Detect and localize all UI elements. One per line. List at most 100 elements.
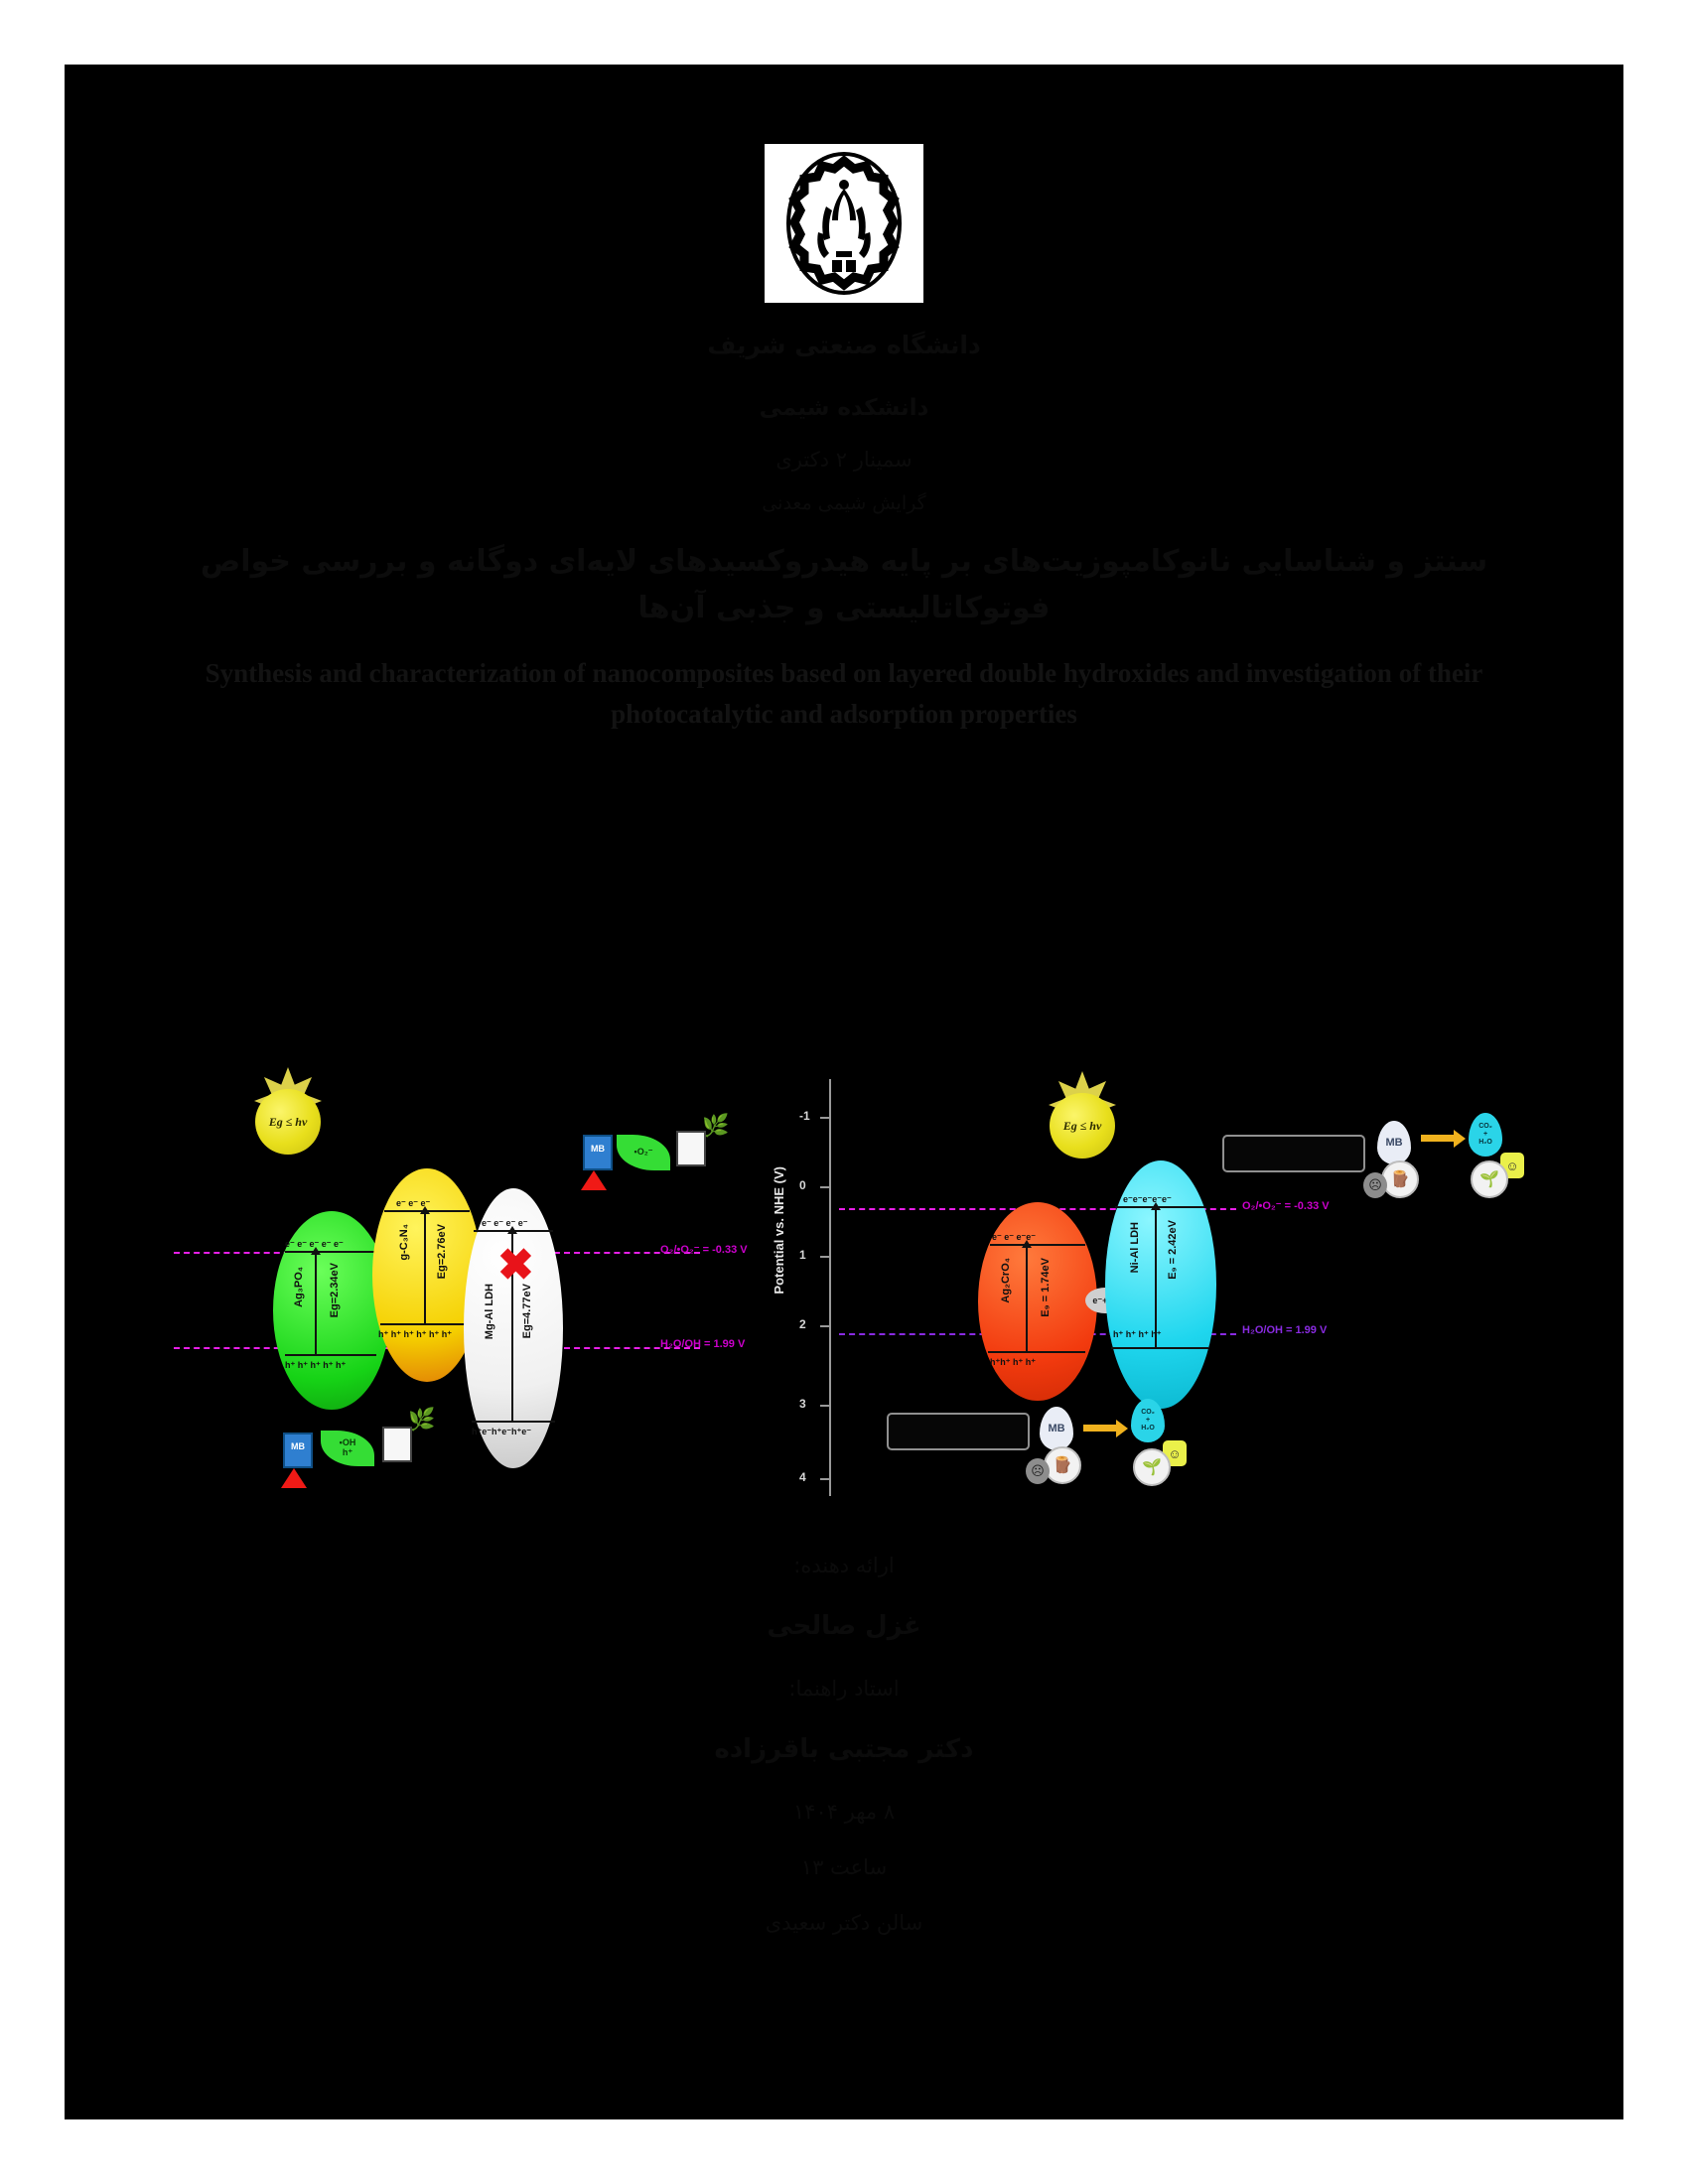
presenter-name: غزل صالحی [767, 1611, 921, 1641]
dead-leaf-icon-top: 🪵 [1381, 1160, 1419, 1198]
presenter-label: ارائه دهنده: [793, 1554, 895, 1577]
red-triangle-icon-bottom [281, 1468, 307, 1488]
product-beaker-icon-top [676, 1131, 706, 1166]
products-droplet-icon-bottom: CO₂ + H₂O [1131, 1399, 1165, 1442]
sad-face-icon-top: ☹ [1363, 1172, 1387, 1198]
page-title-en: Synthesis and characterization of nanoco… [205, 658, 1483, 729]
potential-label-h2o: H₂O/OH = 1.99 V [660, 1338, 746, 1350]
supervisor-label: استاد راهنما: [788, 1677, 900, 1701]
major-field: گرایش شیمی معدنی [762, 492, 926, 514]
material-gc3n4: e⁻ e⁻ e⁻ h⁺ h⁺ h⁺ h⁺ h⁺ h⁺ g-C₃N₄ Eg=2.7… [372, 1168, 482, 1382]
poster-page: دانشگاه صنعتی شریف دانشکده شیمی سمینار ۲… [65, 65, 1623, 2119]
product-co2-top: CO₂ [1478, 1122, 1492, 1130]
mb-beaker-icon-bottom: MB [283, 1433, 313, 1468]
axis-tick-3: 3 [799, 1397, 806, 1411]
seminar-type: سمینار ۲ دکتری [775, 448, 913, 472]
sprout-icon-top: 🌿 [702, 1113, 730, 1138]
mb-droplet-icon-bottom: MB [1040, 1407, 1073, 1450]
happy-face-icon-top: ☺ [1500, 1153, 1524, 1178]
product-plus-bottom: + [1145, 1416, 1151, 1424]
mb-beaker-label-bottom: MB [291, 1441, 305, 1451]
axis-tick--1: -1 [799, 1109, 810, 1123]
potential-axis [829, 1079, 831, 1496]
plant-icon-bottom: 🌱 [1133, 1448, 1171, 1486]
mb-beaker-icon-top: MB [583, 1135, 613, 1170]
product-h2o-bottom: H₂O [1141, 1425, 1155, 1433]
cb-electrons-gc3n4: e⁻ e⁻ e⁻ [396, 1198, 431, 1208]
event-hall: سالن دکتر سعیدی [765, 1911, 923, 1935]
sun-label: Eg ≤ hν [255, 1089, 321, 1155]
hole-label: h⁺ [342, 1447, 353, 1457]
bandgap-arrow-gc3n4 [420, 1206, 430, 1323]
vb-holes-ag2cro4: h⁺h⁺ h⁺ h⁺ [990, 1357, 1036, 1367]
material-name-ag2cro4: Ag₂CrO₄ [1000, 1258, 1012, 1303]
photocatalysis-scheme-right: Potential vs. NHE (V) -1 0 1 2 3 4 [772, 1057, 1524, 1524]
potential-label-h2o-right: H₂O/OH = 1.99 V [1242, 1324, 1328, 1336]
axis-tick-1: 1 [799, 1248, 806, 1262]
faculty-name: دانشکده شیمی [759, 395, 929, 421]
bandgap-value-nial: E₉ = 2.42eV [1167, 1220, 1179, 1280]
bandgap-arrow-mgal [507, 1226, 517, 1421]
product-plus-top: + [1482, 1130, 1488, 1138]
sprout-icon-bottom: 🌿 [408, 1407, 436, 1432]
material-name-nial: Ni-Al LDH [1129, 1222, 1141, 1274]
radical-leaf-icon-top: •O₂⁻ [617, 1135, 670, 1170]
material-name-ag3po4: Ag₃PO₄ [293, 1267, 305, 1307]
axis-tick-4: 4 [799, 1470, 806, 1484]
sad-face-icon-bottom: ☹ [1026, 1458, 1050, 1484]
bandgap-value-ag2cro4: E₉ = 1.74eV [1040, 1258, 1052, 1317]
bandgap-value-gc3n4: Eg=2.76eV [436, 1224, 448, 1280]
material-ag3po4: e⁻ e⁻ e⁻ e⁻ e⁻ h⁺ h⁺ h⁺ h⁺ h⁺ Ag₃PO₄ Eg=… [273, 1211, 390, 1410]
conversion-arrow-top [1421, 1130, 1466, 1148]
axis-tick-2: 2 [799, 1317, 806, 1331]
plant-icon-top: 🌱 [1471, 1160, 1508, 1198]
sun-icon-right: Eg ≤ hν [1028, 1071, 1137, 1180]
product-h2o-top: H₂O [1478, 1139, 1492, 1147]
potential-label-o2-right: O₂/•O₂⁻ = -0.33 V [1242, 1200, 1330, 1212]
material-name-gc3n4: g-C₃N₄ [398, 1224, 410, 1261]
vb-band-ag2cro4 [988, 1351, 1085, 1353]
bandgap-value-ag3po4: Eg=2.34eV [329, 1263, 341, 1318]
bandgap-arrow-ag2cro4 [1022, 1240, 1032, 1351]
scheme-figure: Eg ≤ hν O₂/•O₂⁻ = -0.33 V H₂O/OH = 1.99 … [174, 1057, 1524, 1524]
vb-band-ag3po4 [285, 1354, 376, 1356]
vb-holes-ag3po4: h⁺ h⁺ h⁺ h⁺ h⁺ [285, 1360, 347, 1370]
cb-electrons-nial: e⁻e⁻e⁻e⁻e⁻ [1123, 1194, 1172, 1204]
products-droplet-icon-top: CO₂ + H₂O [1469, 1113, 1502, 1157]
photocatalysis-scheme-left: Eg ≤ hν O₂/•O₂⁻ = -0.33 V H₂O/OH = 1.99 … [174, 1057, 789, 1524]
sharif-university-logo [765, 144, 923, 303]
university-name: دانشگاه صنعتی شریف [707, 331, 981, 359]
vb-band-nial [1111, 1347, 1208, 1349]
oh-radical-label: •OH [339, 1437, 356, 1448]
page-title-fa: سنتز و شناسایی نانوکامپوزیت‌های بر پایه … [200, 544, 1488, 625]
material-ag2cro4: e⁻ e⁻ e⁻e⁻ h⁺h⁺ h⁺ h⁺ Ag₂CrO₄ E₉ = 1.74e… [978, 1202, 1097, 1401]
bandgap-arrow-nial [1151, 1202, 1161, 1347]
vb-band-gc3n4 [380, 1323, 474, 1325]
sun-icon: Eg ≤ hν [233, 1067, 343, 1176]
blocked-marker-icon: ✖ [497, 1241, 534, 1290]
sun-label-right: Eg ≤ hν [1050, 1093, 1115, 1159]
cb-electrons-ag3po4: e⁻ e⁻ e⁻ e⁻ e⁻ [285, 1239, 344, 1249]
event-date: ۸ مهر ۱۴۰۴ [792, 1800, 896, 1824]
mb-droplet-icon-top: MB [1377, 1121, 1411, 1164]
material-mgal-ldh: e⁻ e⁻ e⁻ e⁻ h⁺e⁻h⁺e⁻h⁺e⁻ Mg-Al LDH Eg=4.… [464, 1188, 563, 1468]
axis-title: Potential vs. NHE (V) [772, 1166, 786, 1295]
red-triangle-icon-top [581, 1170, 607, 1190]
reaction-box-top [1222, 1135, 1365, 1172]
logo-container [65, 144, 1623, 303]
axis-tick-0: 0 [799, 1178, 806, 1192]
reaction-box-bottom [887, 1413, 1030, 1450]
cb-band-ag3po4 [285, 1251, 376, 1253]
bandgap-arrow-ag3po4 [311, 1247, 321, 1354]
bandgap-value-mgal: Eg=4.77eV [521, 1284, 533, 1339]
event-time: ساعت ۱۳ [800, 1855, 888, 1879]
vb-holes-gc3n4: h⁺ h⁺ h⁺ h⁺ h⁺ h⁺ [378, 1329, 452, 1339]
radical-leaf-icon-bottom: •OH h⁺ [321, 1431, 374, 1466]
footer-block: ارائه دهنده: غزل صالحی استاد راهنما: دکت… [65, 1554, 1623, 1935]
vb-holes-nial: h⁺ h⁺ h⁺ h⁺ [1113, 1329, 1162, 1339]
product-co2-bottom: CO₂ [1141, 1408, 1155, 1416]
product-beaker-icon-bottom [382, 1427, 412, 1462]
vb-holes-mgal: h⁺e⁻h⁺e⁻h⁺e⁻ [472, 1427, 532, 1436]
dead-leaf-icon-bottom: 🪵 [1044, 1446, 1081, 1484]
cb-band-ag2cro4 [990, 1244, 1085, 1246]
